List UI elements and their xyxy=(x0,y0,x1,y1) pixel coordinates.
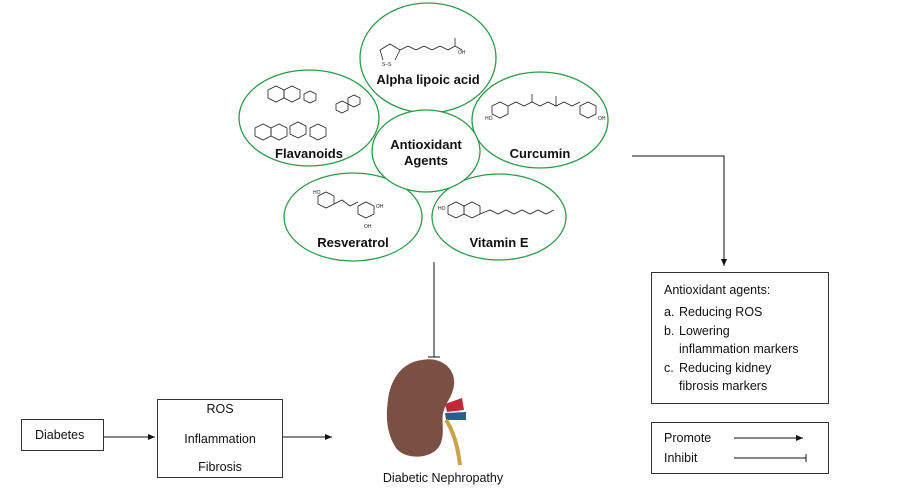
circle-flavanoids xyxy=(238,69,380,167)
step-fibrosis: Fibrosis xyxy=(198,460,242,474)
label-flavanoids: Flavanoids xyxy=(275,146,343,161)
svg-text:HO: HO xyxy=(313,190,321,196)
promote-arrow-to-effects xyxy=(632,155,727,266)
svg-text:HO: HO xyxy=(438,206,446,212)
effect-marker: a. xyxy=(664,305,675,319)
step-inflammation: Inflammation xyxy=(184,432,256,446)
circle-curcumin xyxy=(471,71,609,169)
label-curcumin: Curcumin xyxy=(509,146,571,161)
curcumin-structure-icon xyxy=(491,94,597,119)
effect-text: inflammation markers xyxy=(679,342,799,356)
effect-marker: c. xyxy=(664,361,674,375)
kidney-icon xyxy=(386,359,466,466)
svg-text:OH: OH xyxy=(458,50,466,56)
effect-text: Reducing kidney xyxy=(679,361,772,375)
legend-inhibit-label: Inhibit xyxy=(664,451,698,465)
flavanoid-structures-icon xyxy=(254,85,361,141)
step-ros: ROS xyxy=(206,402,234,416)
circle-alpha-lipoic-acid xyxy=(359,2,497,114)
effect-text: Reducing ROS xyxy=(679,305,763,319)
resveratrol-structure-icon xyxy=(317,191,375,219)
label-alpha-lipoic-acid: Alpha lipoic acid xyxy=(376,72,480,87)
pathway-box: ROS Inflammation Fibrosis xyxy=(157,399,283,478)
legend-box: Promote Inhibit xyxy=(651,422,829,474)
svg-text:S–S: S–S xyxy=(382,62,392,68)
svg-text:OH: OH xyxy=(598,116,606,122)
svg-text:OH: OH xyxy=(364,224,372,230)
effect-marker: b. xyxy=(664,324,675,338)
svg-text:OH: OH xyxy=(376,204,384,210)
effects-box: Antioxidant agents: a. Reducing ROS b. L… xyxy=(651,272,829,404)
circle-antioxidant-agents xyxy=(371,109,481,193)
label-antioxidant-agents: Antioxidant Agents xyxy=(390,137,462,168)
vitamin-e-structure-icon xyxy=(447,201,555,219)
effect-text: Lowering xyxy=(679,324,730,338)
label-resveratrol: Resveratrol xyxy=(317,235,389,250)
diabetes-box: Diabetes xyxy=(21,419,104,451)
alpha-lipoic-acid-structure-icon xyxy=(379,38,463,61)
label-vitamin-e: Vitamin E xyxy=(469,235,529,250)
effect-text: fibrosis markers xyxy=(679,379,768,393)
effects-title: Antioxidant agents: xyxy=(664,283,771,297)
legend-promote-label: Promote xyxy=(664,431,712,445)
outcome-label: Diabetic Nephropathy xyxy=(382,471,504,485)
circle-resveratrol xyxy=(283,172,423,262)
diabetes-label: Diabetes xyxy=(35,428,85,442)
circle-vitamin-e xyxy=(431,173,567,261)
svg-text:HO: HO xyxy=(485,116,493,122)
